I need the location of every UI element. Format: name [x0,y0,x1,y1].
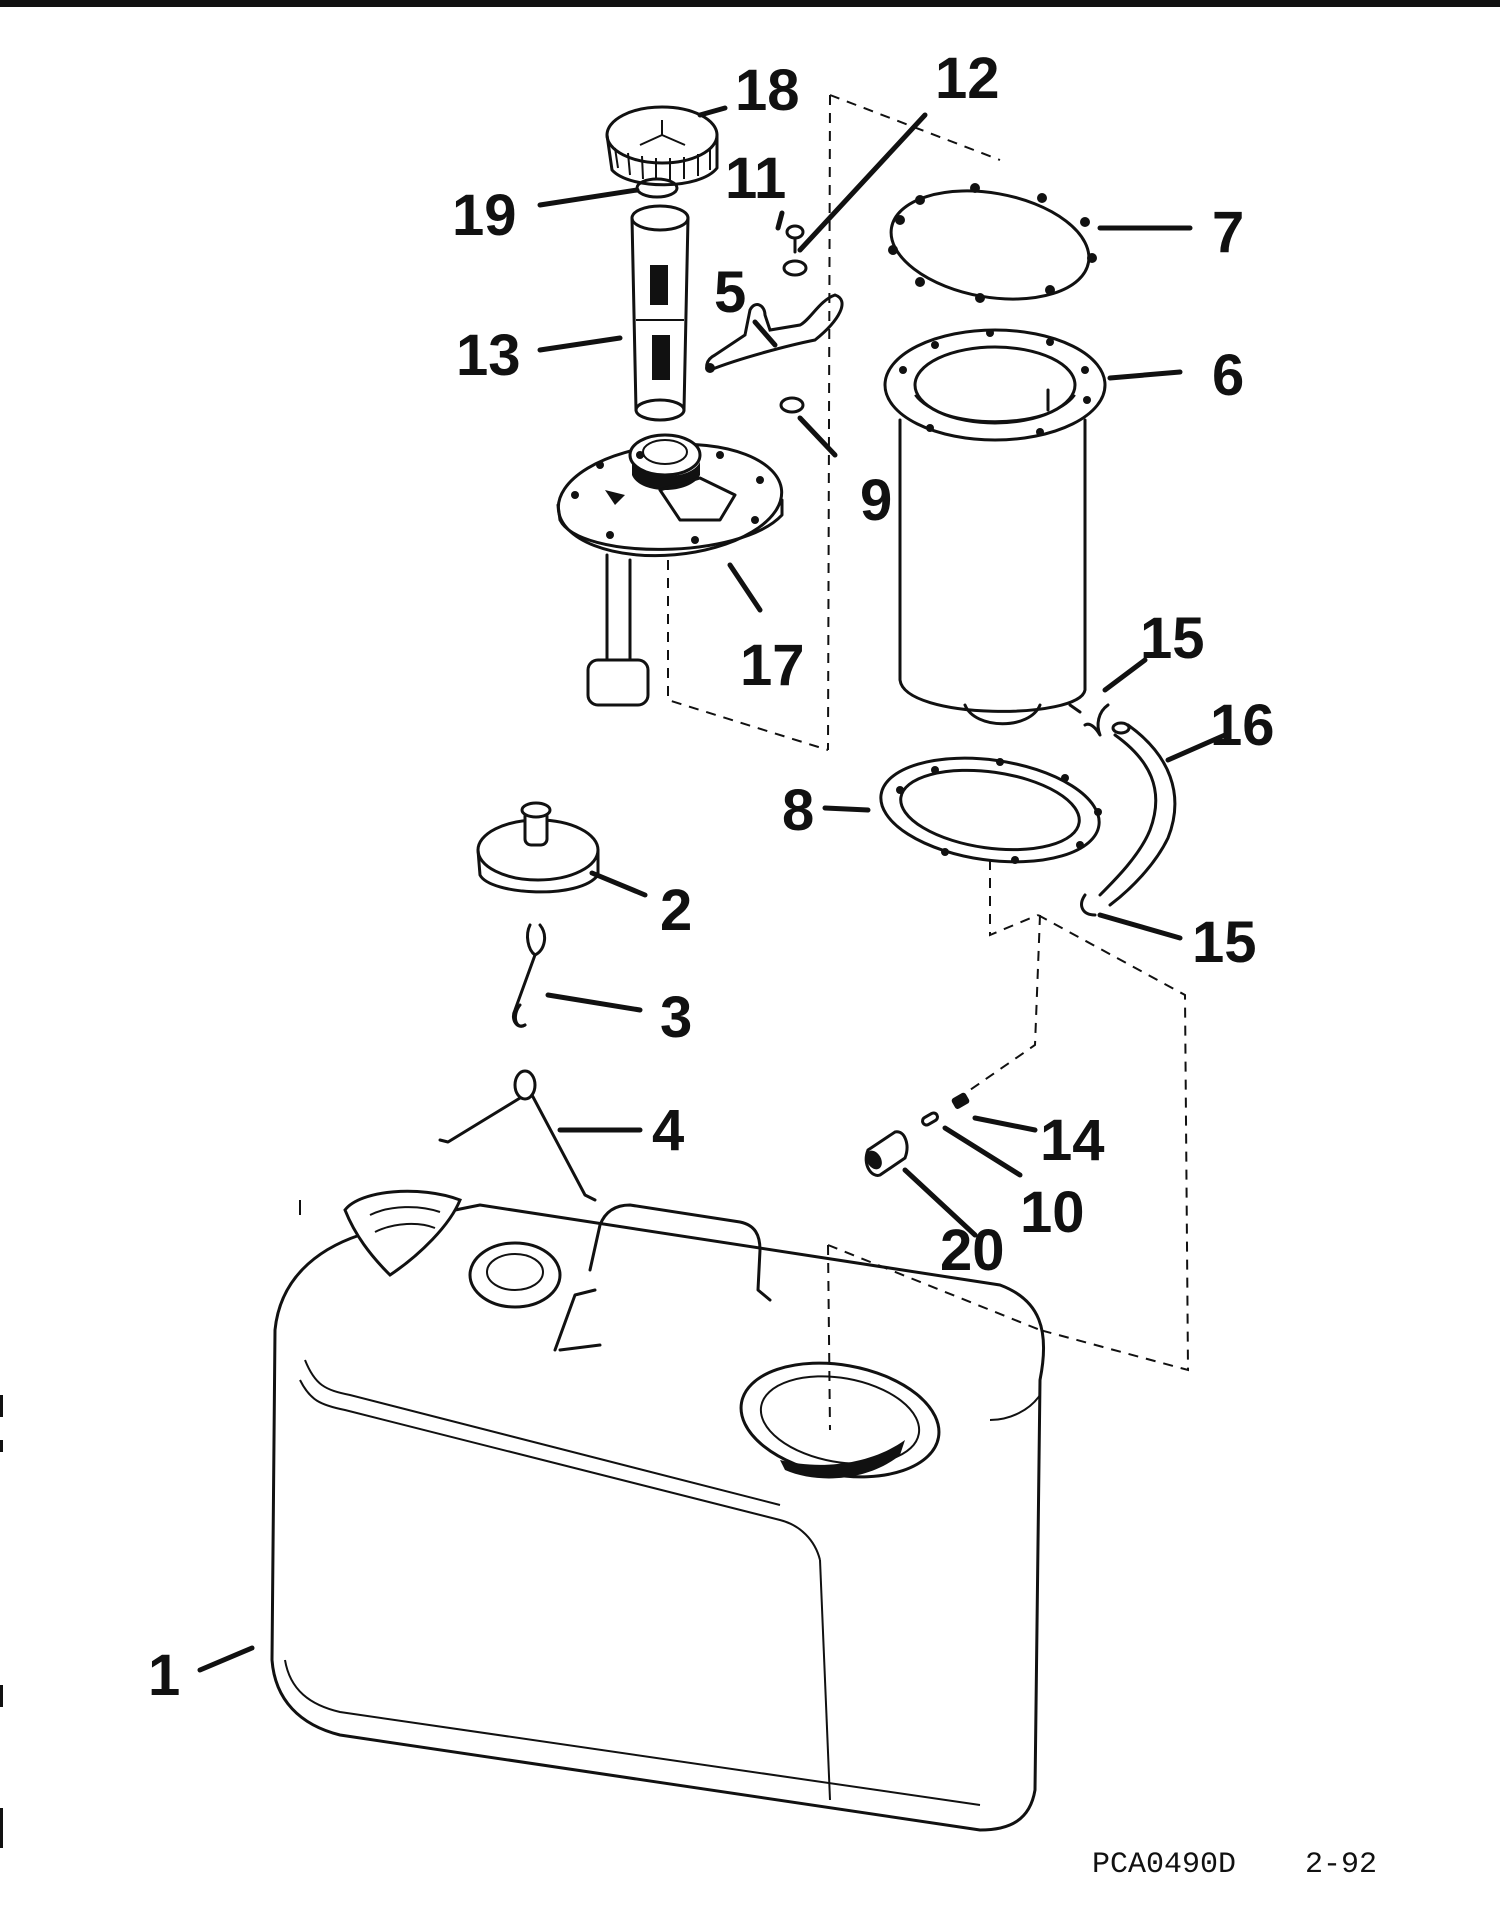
washer-upper [782,259,808,277]
fuel-fitting [864,1130,909,1177]
float-arm [705,293,844,373]
callout-3: 3 [660,985,692,1050]
bottom-gasket [879,756,1102,864]
callout-10: 10 [1020,1180,1085,1245]
callout-18: 18 [735,58,800,123]
callout-15-lower: 15 [1192,910,1257,975]
gauge-cap [605,105,719,187]
caption-code: PCA0490D [1092,1848,1236,1882]
callout-19: 19 [452,183,517,248]
callout-2: 2 [660,878,692,943]
callout-13: 13 [456,323,521,388]
hose-clamp-lower [1080,893,1097,917]
callout-12: 12 [935,46,1000,111]
leader-lines [197,105,1228,1673]
washer-lower [779,396,805,414]
figure-caption: PCA0490D 2-92 [1092,1848,1377,1882]
latch-spring [438,1069,597,1202]
o-ring [635,177,679,199]
check-pin [921,1111,939,1127]
top-gasket [888,183,1097,303]
callout-20: 20 [940,1218,1005,1283]
callout-1: 1 [148,1643,180,1708]
gauge-plate [556,433,784,707]
callout-14: 14 [1040,1108,1105,1173]
callout-4: 4 [652,1098,684,1163]
caption-date: 2-92 [1305,1848,1377,1882]
callout-numbers: 1 2 3 4 5 6 7 8 9 10 11 12 13 14 15 15 1… [148,46,1275,1708]
gauge-tube [630,204,690,422]
screw [785,224,805,254]
callout-9: 9 [860,468,892,533]
top-border [0,0,1500,7]
callout-11: 11 [725,146,786,211]
filler-cap [476,801,600,894]
vent-hose [1098,721,1177,907]
callout-7: 7 [1212,200,1244,265]
tether-chain [511,923,547,1028]
callout-6: 6 [1212,343,1244,408]
check-spring [951,1092,970,1109]
canister [883,328,1107,726]
fuel-tank [270,1189,1046,1832]
callout-17: 17 [740,633,805,698]
callout-15-upper: 15 [1140,606,1205,671]
callout-5: 5 [714,260,746,325]
callout-8: 8 [782,778,814,843]
assembly-guide-lines [667,94,1190,1431]
hose-clamp-upper [1083,703,1110,737]
callout-16: 16 [1210,693,1275,758]
left-margin-marks [0,1395,3,1848]
